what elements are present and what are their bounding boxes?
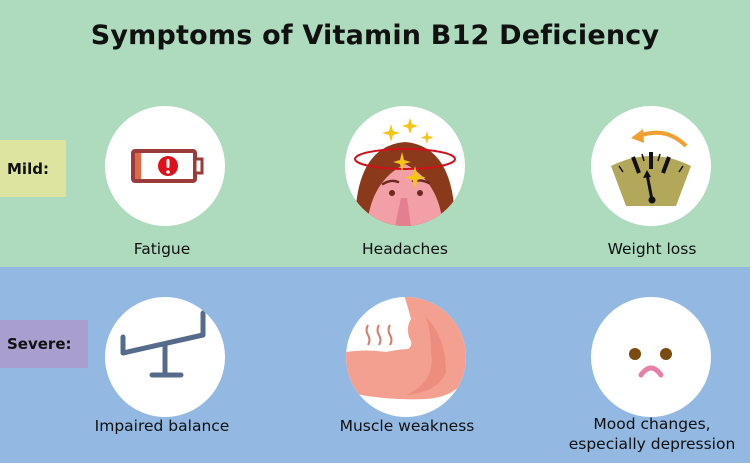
symptom-label: Impaired balance [94, 417, 230, 435]
weight-loss-icon-circle [591, 106, 711, 226]
muscle-icon-circle [346, 297, 466, 417]
arm-muscle-icon [346, 297, 466, 400]
headaches-icon-circle [345, 106, 465, 226]
symptom-label-multiline: Mood changes, especially depression [532, 414, 750, 454]
balance-icon-circle [105, 297, 225, 417]
page-title: Symptoms of Vitamin B12 Deficiency [90, 20, 660, 51]
mild-tag: Mild: [0, 140, 66, 197]
symptom-label-line2: especially depression [568, 435, 736, 453]
seesaw-icon [120, 310, 206, 378]
symptom-label: Headaches [362, 240, 448, 258]
symptom-label-line1: Mood changes, [593, 415, 711, 433]
symptom-label: Muscle weakness [339, 417, 475, 435]
scale-dial-icon [611, 129, 691, 206]
sad-face-icon [629, 348, 672, 378]
fatigue-icon-circle [105, 106, 225, 226]
symptom-label: Fatigue [133, 240, 191, 258]
symptom-label: Weight loss [607, 240, 697, 258]
dizzy-head-icon [354, 118, 456, 226]
severe-tag: Severe: [0, 320, 88, 368]
low-battery-icon [131, 149, 204, 183]
mood-icon-circle [591, 297, 711, 417]
